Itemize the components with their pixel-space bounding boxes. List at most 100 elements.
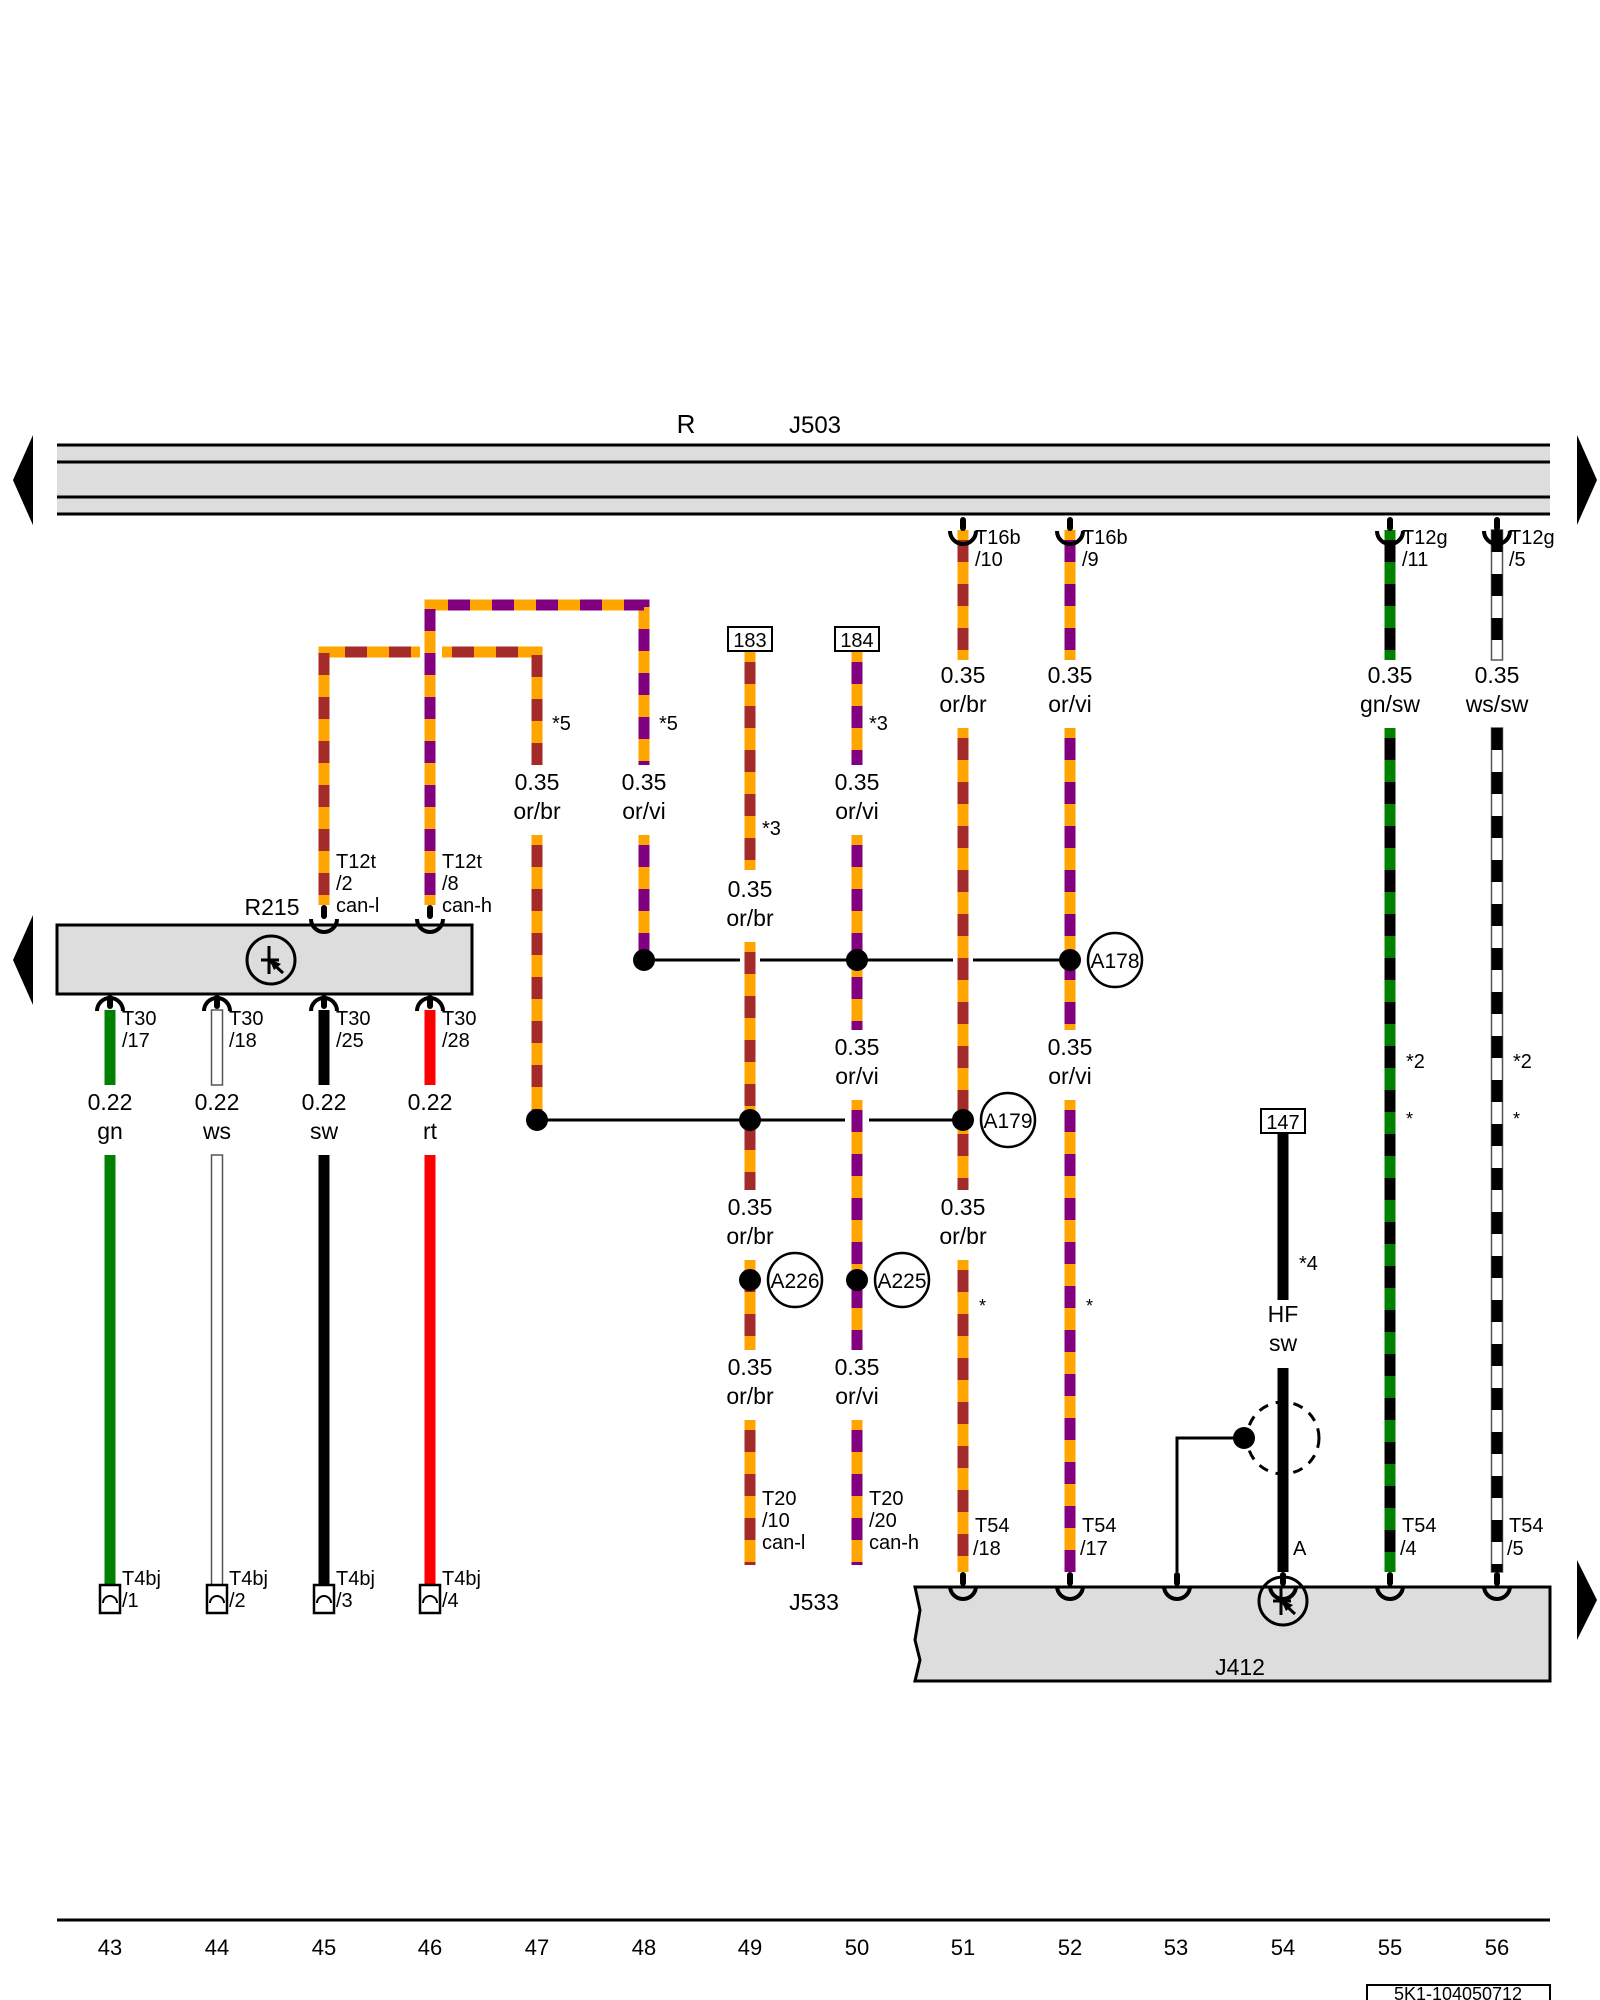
pin-number: /10 — [975, 549, 1003, 571]
pin-connector: T20 — [869, 1488, 903, 1510]
connector-t4bj-icon[interactable] — [98, 1583, 122, 1615]
connector-t4bj-icon[interactable] — [418, 1583, 442, 1615]
wire-color-label: gn/sw — [1360, 691, 1420, 717]
column-number: 53 — [1164, 1935, 1188, 1960]
wire-44[interactable] — [210, 1154, 224, 1586]
footnote: *3 — [762, 818, 781, 840]
footnote: *3 — [869, 713, 888, 735]
splice-marker[interactable] — [766, 1251, 824, 1309]
column-number: 51 — [951, 1935, 975, 1960]
pin-number: /3 — [336, 1590, 353, 1612]
labels-layer: T30/170.22gnT4bj/1T30/180.22wsT4bj/2T30/… — [88, 517, 1555, 1960]
wire-size-label: 0.35 — [622, 769, 667, 795]
shield-ground-wire[interactable] — [1175, 1436, 1244, 1572]
j412-right-arrow-icon[interactable] — [1577, 1560, 1597, 1640]
pin-connector: T30 — [336, 1008, 370, 1030]
pin-socket-icon — [948, 530, 978, 546]
top-right-arrow-icon[interactable] — [1577, 435, 1597, 525]
wire-size-label: 0.35 — [941, 1194, 986, 1220]
wire-44[interactable] — [210, 1009, 224, 1086]
wire-color-label: ws — [202, 1118, 231, 1144]
connector-cup — [316, 1595, 332, 1604]
splice-label: A225 — [877, 1270, 926, 1293]
reference-number: 147 — [1266, 1112, 1299, 1134]
top-left-arrow-icon[interactable] — [13, 435, 33, 525]
pin-stem — [1174, 1572, 1180, 1586]
junction-dot — [846, 949, 868, 971]
splice-marker[interactable] — [979, 1091, 1037, 1149]
j412-label: J412 — [1215, 1654, 1265, 1680]
column-number: 50 — [845, 1935, 869, 1960]
pin-number: /8 — [442, 873, 459, 895]
pin-connector: T54 — [1082, 1515, 1116, 1537]
r215-label: R215 — [245, 894, 300, 920]
connector-t4bj-icon[interactable] — [312, 1583, 336, 1615]
pin-number: /28 — [442, 1030, 470, 1052]
pin-stem — [1280, 1572, 1286, 1586]
j412-component[interactable] — [913, 1585, 1552, 1683]
drawing-id: 5K1-104050712 — [1394, 1984, 1522, 2000]
pin-stem — [1067, 1572, 1073, 1586]
reference-box[interactable] — [834, 626, 880, 652]
wire-size-label: 0.35 — [1475, 662, 1520, 688]
wires-layer — [104, 529, 1504, 1586]
wire-color-label: or/br — [513, 798, 561, 824]
column-number: 45 — [312, 1935, 336, 1960]
pin-socket-icon — [1055, 530, 1085, 546]
r215-left-arrow-icon[interactable] — [13, 915, 33, 1005]
pin-signal: can-l — [336, 895, 379, 917]
splice-marker[interactable] — [873, 1251, 931, 1309]
footnote: *5 — [552, 713, 571, 735]
pin-number: /2 — [229, 1590, 246, 1612]
connector-cup — [422, 1595, 438, 1604]
pin-connector: T4bj — [336, 1568, 375, 1590]
wire-size-label: 0.35 — [728, 1354, 773, 1380]
wire-color-label: sw — [1269, 1330, 1298, 1356]
splice-label: A179 — [983, 1110, 1032, 1133]
column-number: 47 — [525, 1935, 549, 1960]
pin-stem — [214, 995, 220, 1009]
pin-number: /9 — [1082, 549, 1099, 571]
wire-can-l-r215[interactable] — [318, 646, 420, 905]
wire-color-label: or/vi — [1048, 1063, 1091, 1089]
footnote: * — [1513, 1109, 1520, 1129]
pin-socket-icon — [415, 918, 445, 934]
transistor-icon — [245, 934, 297, 986]
wire-color-label: or/br — [939, 1223, 987, 1249]
wire-size-label: 0.35 — [1368, 662, 1413, 688]
connector-t4bj-icon[interactable] — [205, 1583, 229, 1615]
wire-can-l-r215[interactable] — [442, 646, 543, 765]
wire-size-label: 0.35 — [835, 769, 880, 795]
transistor-icon — [1257, 1575, 1309, 1627]
wire-can-h-r215-stripe — [424, 599, 650, 905]
wire-color-label: or/vi — [1048, 691, 1091, 717]
footnote: *5 — [659, 713, 678, 735]
pin-number: /5 — [1509, 549, 1526, 571]
pin-signal: can-h — [869, 1532, 919, 1554]
pin-signal: can-h — [442, 895, 492, 917]
reference-box[interactable] — [1260, 1108, 1306, 1134]
wire-size-label: 0.22 — [88, 1089, 133, 1115]
pin-connector: T12t — [336, 851, 376, 873]
pin-connector: T30 — [229, 1008, 263, 1030]
reference-box[interactable] — [727, 626, 773, 652]
wire-color-label: or/vi — [835, 798, 878, 824]
junction-dot — [526, 1109, 548, 1131]
wire-color-label: or/br — [939, 691, 987, 717]
pin-stem — [960, 517, 966, 531]
junction-dot — [739, 1109, 761, 1131]
pin-stem — [1387, 1572, 1393, 1586]
pin-number: /2 — [336, 873, 353, 895]
pin-stem — [1494, 1572, 1500, 1586]
junction-dot — [1059, 949, 1081, 971]
wire-size-label: 0.35 — [1048, 662, 1093, 688]
pin-socket-icon — [1268, 1585, 1298, 1601]
splice-marker[interactable] — [1086, 931, 1144, 989]
wire-size-label: 0.35 — [515, 769, 560, 795]
pin-stem — [960, 1572, 966, 1586]
connector-cup — [209, 1595, 225, 1604]
pin-connector: T16b — [1082, 527, 1128, 549]
splice-label: A178 — [1090, 950, 1139, 973]
wire-color-label: gn — [97, 1118, 123, 1144]
pin-connector: T12g — [1402, 527, 1448, 549]
